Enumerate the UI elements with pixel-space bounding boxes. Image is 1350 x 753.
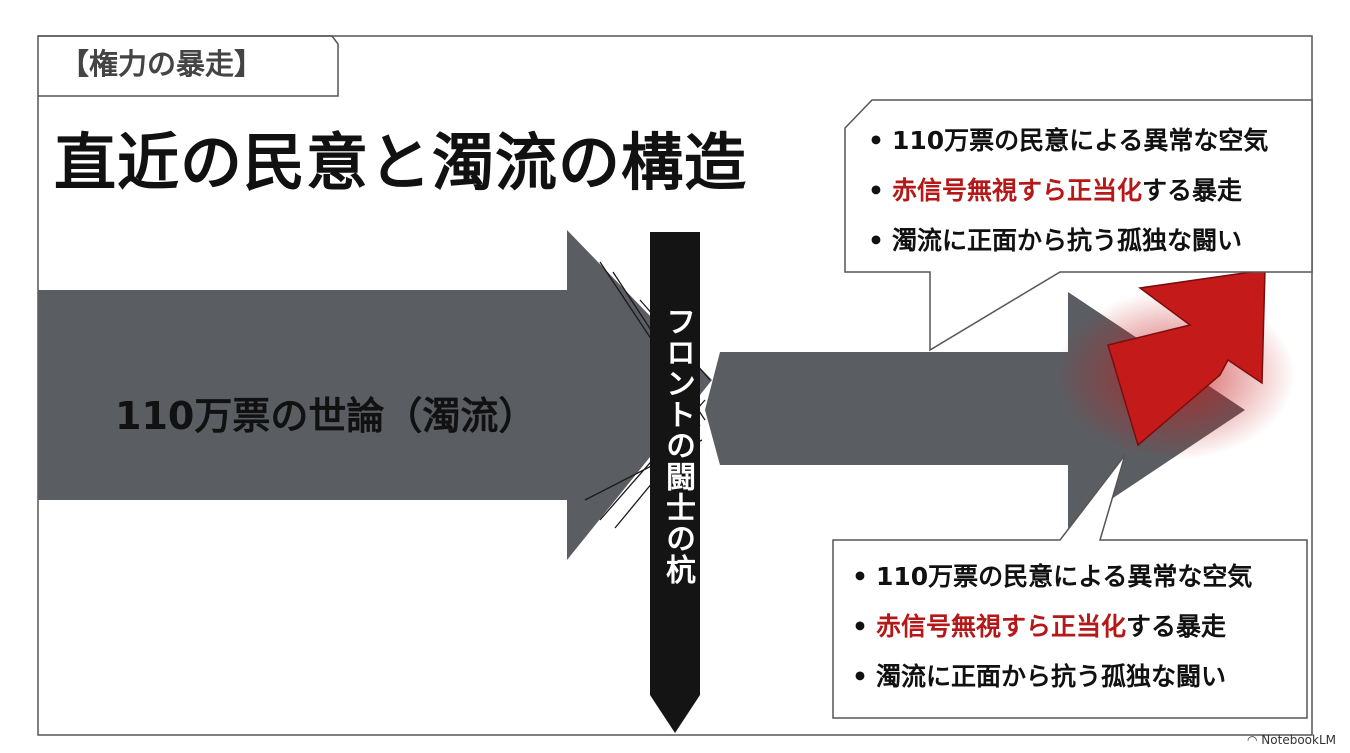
front-fighter-stake [650,232,700,733]
bullet-text: 110万票の民意による異常な空気 [876,562,1253,591]
bullet-dot-icon: • [868,176,884,205]
callout-top-item: • 赤信号無視すら正当化する暴走 [868,166,1268,216]
flow-label: 110万票の世論（濁流） [115,394,537,438]
bullet-dot-icon: • [852,562,868,591]
bullet-text: 濁流に正面から抗う孤独な闘い [876,662,1227,691]
stake-label: フロントの闘士の杭 [660,306,695,585]
callout-bottom-item: • 110万票の民意による異常な空気 [852,552,1252,602]
watermark: ◠ NotebookLM [1247,733,1336,747]
tag-box [38,35,339,97]
watermark-text: NotebookLM [1261,733,1336,747]
bullet-highlight-text: 赤信号無視すら正当化 [876,612,1127,641]
outer-frame [37,35,1313,736]
callout-bottom-item: • 赤信号無視すら正当化する暴走 [852,602,1252,652]
callout-top-item: • 濁流に正面から抗う孤独な闘い [868,216,1268,266]
bullet-dot-icon: • [852,612,868,641]
bullet-dot-icon: • [868,226,884,255]
bullet-dot-icon: • [868,126,884,155]
callout-bottom-frame [832,454,1308,719]
callout-top-list: • 110万票の民意による異常な空気 • 赤信号無視すら正当化する暴走 • 濁流に正面… [868,116,1268,266]
callout-bottom-item: • 濁流に正面から抗う孤独な闘い [852,652,1252,702]
bullet-dot-icon: • [852,662,868,691]
page-title: 直近の民意と濁流の構造 [54,126,748,199]
bullet-highlight-text: 赤信号無視すら正当化 [892,176,1143,205]
big-flow-arrow [38,230,712,560]
notebooklm-logo-icon: ◠ [1247,733,1262,747]
bullet-text: する暴走 [1126,612,1227,641]
bullet-text: する暴走 [1142,176,1243,205]
callout-top-frame [844,99,1313,352]
section-tag: 【権力の暴走】 [60,47,264,81]
callout-top-item: • 110万票の民意による異常な空気 [868,116,1268,166]
bullet-text: 濁流に正面から抗う孤独な闘い [892,226,1243,255]
callout-bottom-list: • 110万票の民意による異常な空気 • 赤信号無視すら正当化する暴走 • 濁流に正面… [852,552,1252,702]
bullet-text: 110万票の民意による異常な空気 [892,126,1269,155]
